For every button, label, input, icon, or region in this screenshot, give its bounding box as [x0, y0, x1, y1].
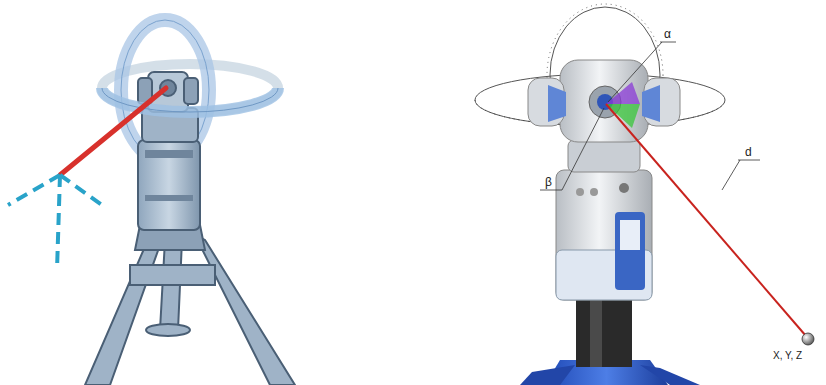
- angle-label: β: [544, 176, 553, 188]
- coordinate-label: X, Y, Z: [772, 351, 803, 361]
- angle-label: α: [663, 28, 672, 40]
- distance-label: d: [744, 146, 753, 158]
- right-tracker: [475, 4, 814, 385]
- left-tracker: [8, 20, 295, 385]
